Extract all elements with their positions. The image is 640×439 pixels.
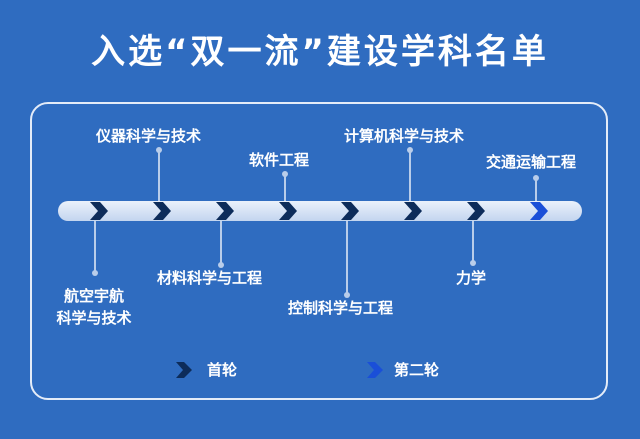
connector-dot (470, 260, 476, 266)
connector-line (472, 221, 474, 261)
connector-dot (407, 147, 413, 153)
connector-dot (533, 175, 539, 181)
discipline-transportation-engineering: 交通运输工程 (486, 153, 577, 171)
timeline-chevron-first-round-icon (151, 201, 173, 221)
timeline-chevron-first-round-icon (214, 201, 236, 221)
discipline-instrument-science: 仪器科学与技术 (96, 127, 202, 145)
page-title: 入选“双一流”建设学科名单 (91, 32, 549, 72)
connector-dot (156, 147, 162, 153)
discipline-materials-science: 材料科学与工程 (157, 269, 263, 287)
legend-first-round-label: 首轮 (207, 361, 238, 379)
discipline-aerospace-science: 航空宇航 科学与技术 (56, 287, 132, 327)
connector-dot (282, 171, 288, 177)
legend-first-round-chevron-icon (175, 361, 193, 379)
discipline-computer-science: 计算机科学与技术 (344, 127, 465, 145)
discipline-control-science: 控制科学与工程 (288, 299, 394, 317)
timeline-chevron-first-round-icon (402, 201, 424, 221)
discipline-mechanics: 力学 (456, 269, 487, 287)
connector-line (220, 221, 222, 263)
legend-second-round-chevron-icon (366, 361, 384, 379)
timeline-chevron-first-round-icon (339, 201, 361, 221)
timeline-bar (58, 201, 582, 221)
connector-line (94, 221, 96, 271)
timeline-chevron-first-round-icon (277, 201, 299, 221)
connector-line (346, 221, 348, 293)
connector-line (284, 174, 286, 201)
timeline-chevron-first-round-icon (88, 201, 110, 221)
connector-dot (344, 292, 350, 298)
legend-second-round-label: 第二轮 (394, 361, 440, 379)
connector-line (409, 150, 411, 201)
connector-line (535, 178, 537, 201)
connector-dot (92, 270, 98, 276)
timeline-panel (30, 102, 608, 400)
timeline-chevron-first-round-icon (465, 201, 487, 221)
connector-dot (218, 262, 224, 268)
timeline-chevron-second-round-icon (528, 201, 550, 221)
discipline-software-engineering: 软件工程 (249, 151, 310, 169)
connector-line (158, 150, 160, 201)
